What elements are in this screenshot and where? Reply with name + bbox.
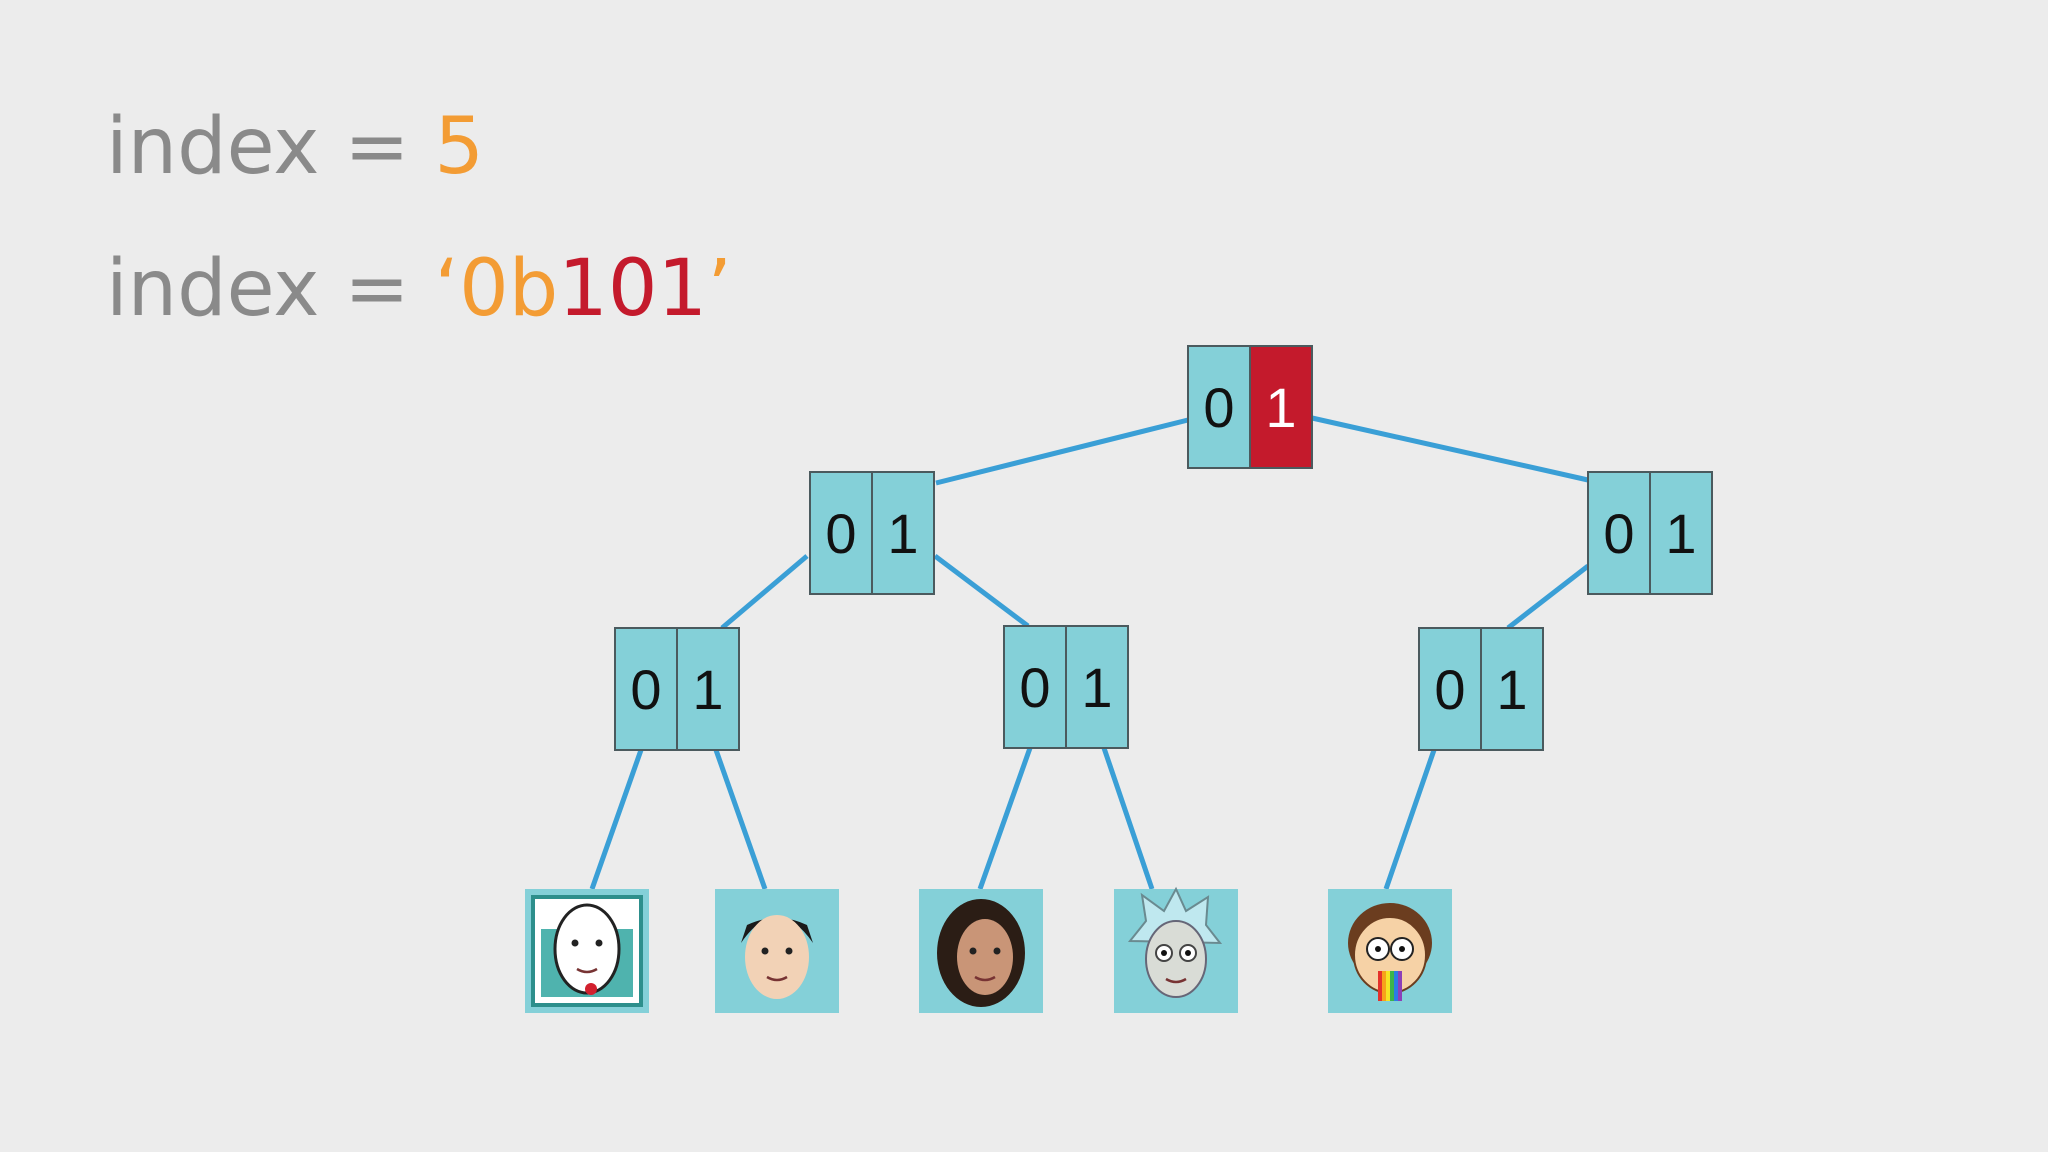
- node-cell-right: [1065, 625, 1129, 749]
- node-bit-right: 1: [1665, 502, 1696, 565]
- node-bit-left: 0: [1603, 502, 1634, 565]
- rainbow-stripe: [1386, 971, 1390, 1001]
- rick-cartoon-face-icon: [1114, 886, 1238, 1013]
- pupil-shape: [1375, 946, 1381, 952]
- decimal-index-equation: index = 5: [106, 108, 484, 186]
- tree-edge: [713, 749, 768, 890]
- eye-shape: [969, 947, 977, 955]
- rainbow-stripe: [1378, 971, 1382, 1001]
- close-quote: ’: [707, 244, 732, 334]
- man-face-icon: [715, 889, 839, 1013]
- open-quote: ‘: [434, 244, 460, 334]
- rainbow-stripe: [1382, 971, 1386, 1001]
- tree-edge: [1383, 749, 1437, 890]
- node-bit-right: 1: [1496, 658, 1527, 721]
- node-bit-left: 0: [1019, 656, 1050, 719]
- eye-shape: [571, 939, 579, 947]
- morty-rainbow-face-icon: [1328, 889, 1452, 1013]
- tree-edge: [589, 749, 644, 890]
- node-cell-left: [614, 627, 678, 751]
- node-bit-right: 1: [1081, 656, 1112, 719]
- mouth-shape: [1165, 977, 1187, 984]
- node-bit-left: 0: [630, 658, 661, 721]
- pupil-shape: [1161, 950, 1167, 956]
- face-shape: [745, 915, 809, 999]
- node-bit-left: 0: [1203, 376, 1234, 439]
- node-bit-left: 0: [825, 502, 856, 565]
- bald-cartoon-face-icon: [525, 889, 649, 1013]
- decimal-value: 5: [434, 102, 484, 192]
- node-cell-left: [1003, 625, 1067, 749]
- node-bit-right: 1: [887, 502, 918, 565]
- binary-bits: 101: [558, 244, 708, 334]
- face-shape: [1145, 920, 1207, 998]
- tree-edges: [589, 415, 1590, 890]
- eye-shape: [761, 947, 769, 955]
- node-cell-left: [1187, 345, 1251, 469]
- eye-shape: [993, 947, 1001, 955]
- node-bit-right: 1: [692, 658, 723, 721]
- tree-edge: [1101, 747, 1155, 890]
- rainbow-stripe: [1394, 971, 1398, 1001]
- binary-index-equation: index = ‘0b101’: [106, 250, 732, 328]
- eye-shape: [785, 947, 793, 955]
- tree-edge: [933, 554, 1030, 628]
- tree-edge: [977, 747, 1033, 890]
- tree-edge: [1311, 415, 1589, 483]
- tree-edge: [935, 417, 1189, 486]
- node-bit-right: 1: [1265, 376, 1296, 439]
- node-cell-right: [1480, 627, 1544, 751]
- tree-edge: [720, 554, 809, 630]
- mouth-shape: [974, 975, 996, 982]
- binary-prefix: 0b: [459, 244, 559, 334]
- spiky-hair-shape: [1127, 886, 1223, 945]
- face-shape: [957, 919, 1013, 995]
- node-cell-left: [1587, 471, 1651, 595]
- rainbow-stripe: [1398, 971, 1402, 1001]
- woman-face-icon: [919, 889, 1043, 1013]
- chin-dot: [585, 983, 597, 995]
- mouth-shape: [576, 967, 598, 974]
- node-cell-right-highlighted: [1249, 345, 1313, 469]
- equation-lhs: index =: [106, 102, 435, 192]
- pupil-shape: [1185, 950, 1191, 956]
- node-cell-right: [871, 471, 935, 595]
- rainbow-stripe: [1390, 971, 1394, 1001]
- eye-shape: [595, 939, 603, 947]
- node-bit-left: 0: [1434, 658, 1465, 721]
- pupil-shape: [1399, 946, 1405, 952]
- tree-leaves: [525, 886, 1452, 1013]
- node-cell-left: [1418, 627, 1482, 751]
- equation-lhs: index =: [106, 244, 435, 334]
- node-cell-right: [1649, 471, 1713, 595]
- node-cell-left: [809, 471, 873, 595]
- mouth-shape: [766, 975, 788, 982]
- tree-edge: [1506, 564, 1590, 630]
- node-cell-right: [676, 627, 740, 751]
- face-shape: [553, 903, 621, 995]
